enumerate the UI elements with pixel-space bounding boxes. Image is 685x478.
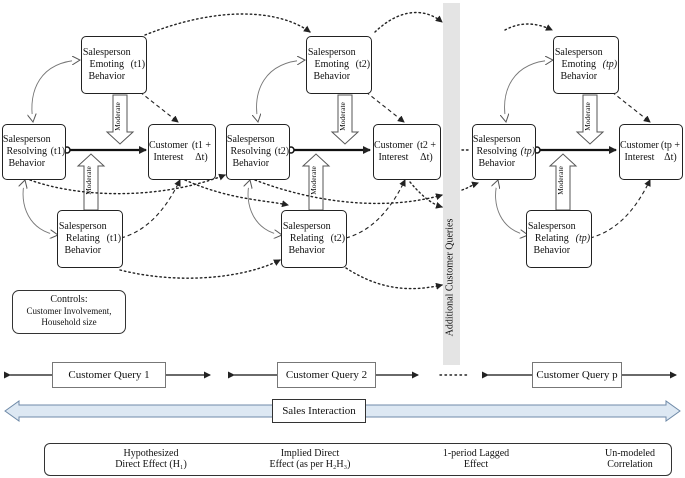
correlation-curve xyxy=(257,60,305,122)
lagged-effect-arrow xyxy=(29,173,226,195)
lagged-effect-arrow xyxy=(461,181,479,191)
emoting-behavior-node-t2: Salesperson Emoting Behavior(t2) xyxy=(306,36,372,94)
implied-effect-arrow xyxy=(345,179,406,239)
node-period: (tp) xyxy=(520,146,536,157)
node-label: Salesperson Emoting Behavior xyxy=(554,47,603,82)
node-period: (tp) xyxy=(575,233,591,244)
controls-title: Controls: xyxy=(50,294,88,305)
sales-interaction-label: Sales Interaction xyxy=(272,399,366,423)
node-label: Salesperson Relating Behavior xyxy=(58,221,107,256)
lagged-effect-arrow xyxy=(504,23,553,31)
additional-queries-label: Additional Customer Queries xyxy=(444,218,456,337)
node-label: Salesperson Relating Behavior xyxy=(282,221,331,256)
node-period: (t1) xyxy=(130,59,146,70)
customer-interest-node-t2: Customer Interest(t2 + Δt) xyxy=(373,124,441,180)
node-period: (t1 + Δt) xyxy=(191,140,212,163)
customer-interest-node-t1: Customer Interest(t1 + Δt) xyxy=(148,124,216,180)
lagged-effect-arrow xyxy=(184,179,289,208)
controls-body: Customer Involvement, Household size xyxy=(26,306,112,327)
node-label: Salesperson Emoting Behavior xyxy=(82,47,131,82)
resolving-behavior-node-tp: Salesperson Resolving Behavior(tp) xyxy=(472,124,536,180)
moderate-arrow-up xyxy=(76,153,106,211)
additional-queries-strip xyxy=(443,3,460,365)
moderate-arrow-down xyxy=(330,94,360,145)
implied-effect-arrow xyxy=(139,91,179,123)
relating-behavior-node-t1: Salesperson Relating Behavior(t1) xyxy=(57,210,123,268)
moderate-arrow-up xyxy=(548,153,578,211)
correlation-curve xyxy=(23,180,58,235)
lagged-effect-arrow xyxy=(254,179,443,205)
node-label: Salesperson Resolving Behavior xyxy=(472,134,521,169)
query-label: Customer Query 2 xyxy=(285,369,368,381)
implied-effect-arrow xyxy=(120,179,181,239)
lagged-effect-arrow xyxy=(409,181,443,209)
relating-behavior-node-tp: Salesperson Relating Behavior(tp) xyxy=(526,210,592,268)
moderate-arrow-down xyxy=(105,94,135,145)
lagged-effect-arrow xyxy=(119,259,281,279)
sales-interaction-text: Sales Interaction xyxy=(282,405,356,417)
customer-query-1: Customer Query 1 xyxy=(52,362,166,388)
correlation-curve xyxy=(496,180,528,235)
correlation-curve xyxy=(248,180,282,235)
legend-label-direct: Hypothesized Direct Effect (H₁) xyxy=(115,448,187,470)
implied-effect-arrow xyxy=(589,179,651,239)
emoting-behavior-node-t1: Salesperson Emoting Behavior(t1) xyxy=(81,36,147,94)
controls-box: Controls: Customer Involvement, Househol… xyxy=(12,290,126,334)
query-label: Customer Query 1 xyxy=(68,369,150,381)
customer-query-2: Customer Query 2 xyxy=(277,362,376,388)
node-period: (t2 + Δt) xyxy=(416,140,437,163)
node-period: (t2) xyxy=(330,233,346,244)
node-period: (t1) xyxy=(50,146,66,157)
node-label: Customer Interest xyxy=(149,140,188,163)
implied-effect-arrow xyxy=(365,91,405,123)
node-label: Salesperson Emoting Behavior xyxy=(307,47,356,82)
moderate-arrow-down xyxy=(575,94,605,145)
moderate-label: Moderate xyxy=(112,102,122,131)
node-label: Salesperson Resolving Behavior xyxy=(226,134,275,169)
node-label: Customer Interest xyxy=(620,140,659,163)
emoting-behavior-node-tp: Salesperson Emoting Behavior(tp) xyxy=(553,36,619,94)
customer-interest-node-tp: Customer Interest(tp + Δt) xyxy=(619,124,683,180)
moderate-label: Moderate xyxy=(337,102,347,131)
node-label: Salesperson Resolving Behavior xyxy=(2,134,51,169)
node-label: Customer Interest xyxy=(374,140,413,163)
legend xyxy=(44,443,672,476)
moderate-label: Moderate xyxy=(83,166,93,195)
legend-label-lagged: 1-period Lagged Effect xyxy=(442,448,510,470)
relating-behavior-node-t2: Salesperson Relating Behavior(t2) xyxy=(281,210,347,268)
correlation-curve xyxy=(505,60,553,122)
lagged-effect-arrow xyxy=(144,13,311,36)
resolving-behavior-node-t2: Salesperson Resolving Behavior(t2) xyxy=(226,124,290,180)
legend-label-correlation: Un-modeled Correlation xyxy=(605,448,655,470)
correlation-curve xyxy=(32,60,80,122)
query-label: Customer Query p xyxy=(536,369,618,381)
lagged-effect-arrow xyxy=(374,11,443,33)
moderate-label: Moderate xyxy=(308,166,318,195)
node-label: Salesperson Relating Behavior xyxy=(527,221,576,256)
legend-label-implied: Implied Direct Effect (as per H₂H₃) xyxy=(269,448,351,470)
node-period: (tp + Δt) xyxy=(660,140,681,163)
resolving-behavior-node-t1: Salesperson Resolving Behavior(t1) xyxy=(2,124,66,180)
implied-effect-arrow xyxy=(611,91,651,123)
node-period: (t1) xyxy=(106,233,122,244)
customer-query-p: Customer Query p xyxy=(532,362,622,388)
node-period: (t2) xyxy=(355,59,371,70)
node-period: (tp) xyxy=(602,59,618,70)
moderate-arrow-up xyxy=(301,153,331,211)
moderate-label: Moderate xyxy=(555,166,565,195)
lagged-effect-arrow xyxy=(345,267,443,290)
node-period: (t2) xyxy=(274,146,290,157)
moderate-label: Moderate xyxy=(582,102,592,131)
